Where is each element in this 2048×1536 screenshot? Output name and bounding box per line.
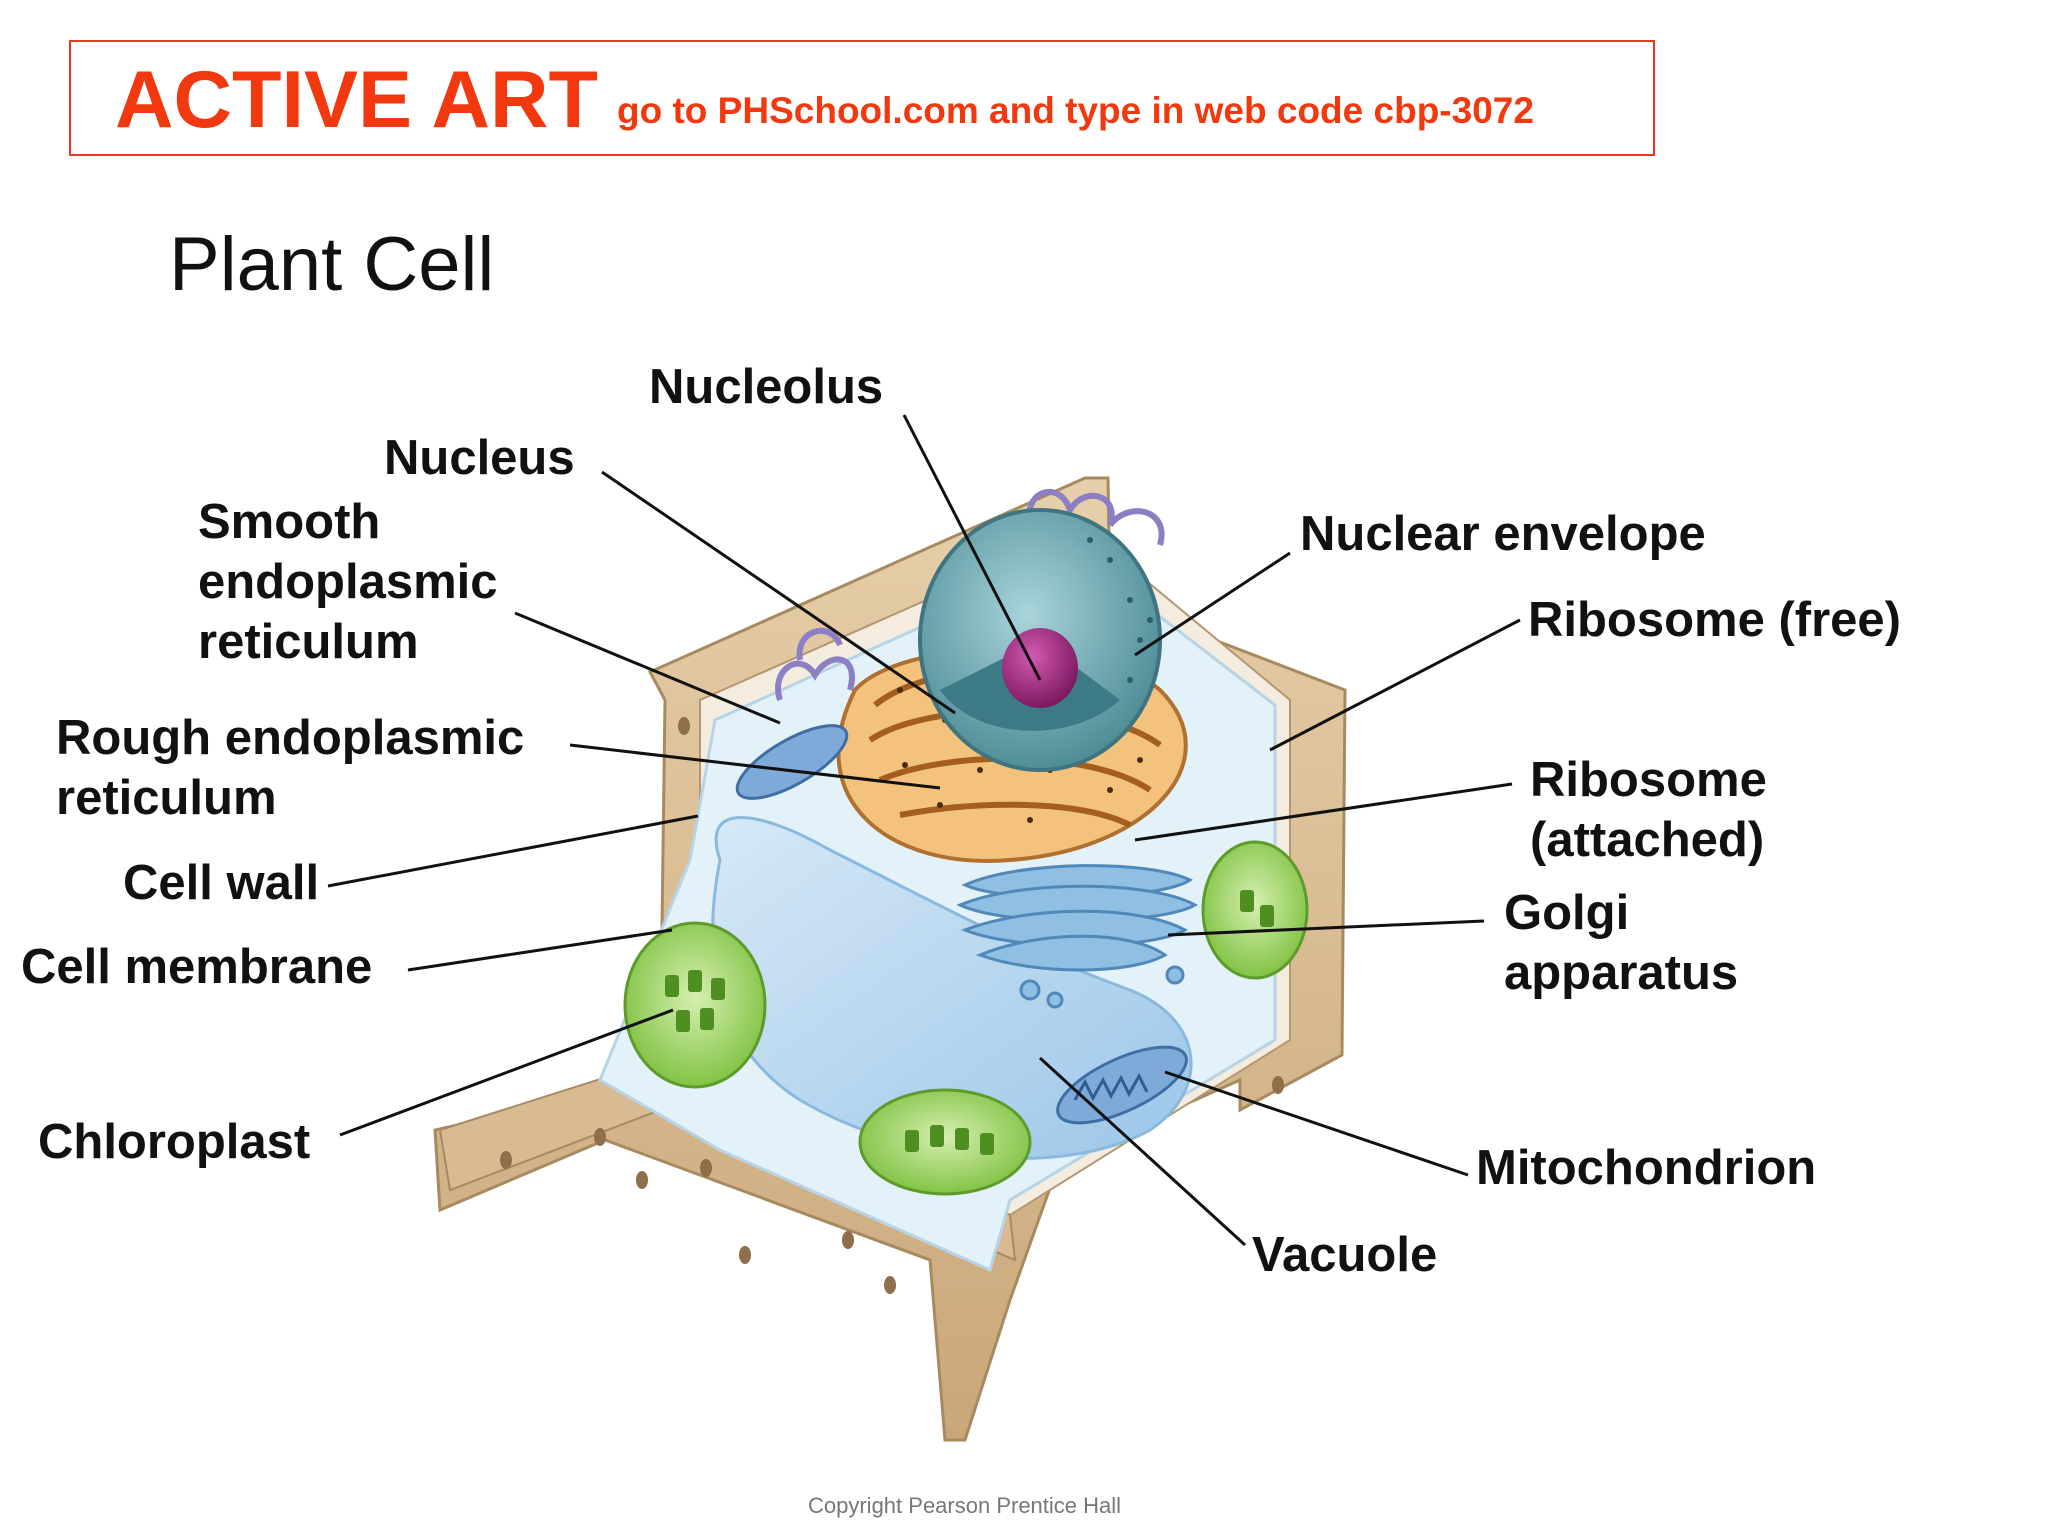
wall-pits bbox=[500, 717, 1284, 1294]
label-smooth-er: Smooth endoplasmic reticulum bbox=[198, 495, 498, 669]
label-nuclear-envelope: Nuclear envelope bbox=[1300, 507, 1706, 561]
label-ribosome-attached: Ribosome (attached) bbox=[1530, 753, 1767, 867]
leader-lines bbox=[327, 414, 1521, 1247]
label-chloroplast: Chloroplast bbox=[38, 1115, 311, 1169]
copyright-notice: Copyright Pearson Prentice Hall bbox=[808, 1493, 1122, 1518]
label-cell-membrane: Cell membrane bbox=[21, 940, 373, 994]
nucleolus-shape bbox=[1002, 628, 1078, 708]
label-cell-wall: Cell wall bbox=[123, 856, 320, 910]
label-vacuole: Vacuole bbox=[1252, 1228, 1438, 1282]
vacuole-shape bbox=[711, 816, 1193, 1160]
banner-subtitle: go to PHSchool.com and type in web code … bbox=[617, 90, 1534, 131]
chloroplast-shapes bbox=[623, 840, 1309, 1196]
golgi-shape bbox=[956, 864, 1199, 1009]
label-nucleus: Nucleus bbox=[384, 431, 575, 485]
label-golgi: Golgi apparatus bbox=[1504, 886, 1739, 1000]
banner-title: ACTIVE ART bbox=[115, 55, 598, 145]
label-rough-er: Rough endoplasmic reticulum bbox=[56, 711, 525, 825]
nucleus-shape bbox=[918, 508, 1162, 772]
label-mitochondrion: Mitochondrion bbox=[1476, 1141, 1817, 1195]
active-art-banner: ACTIVE ART go to PHSchool.com and type i… bbox=[69, 40, 1655, 156]
label-nucleolus: Nucleolus bbox=[649, 360, 884, 414]
smooth-er-shape bbox=[775, 488, 1165, 701]
page-title: Plant Cell bbox=[169, 222, 495, 307]
label-ribosome-free: Ribosome (free) bbox=[1528, 593, 1902, 647]
